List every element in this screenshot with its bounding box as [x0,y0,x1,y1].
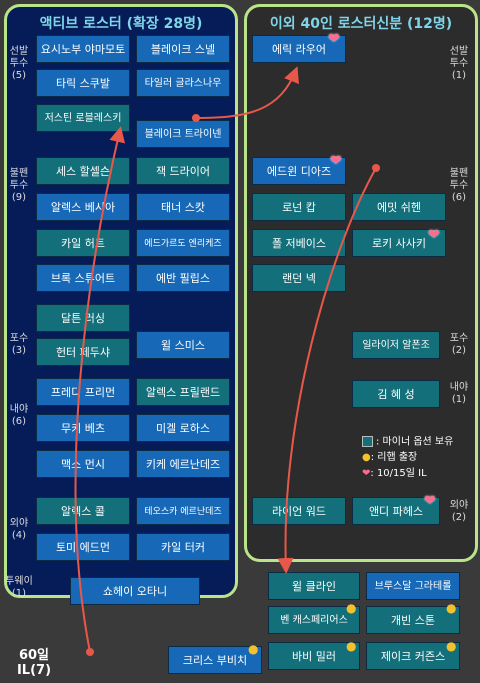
player-card[interactable]: 윌 스미스 [136,331,230,359]
player-card[interactable]: 미겔 로하스 [136,414,230,442]
legend-minor-text: : 마이너 옵션 보유 [376,436,454,448]
player-card[interactable]: 에반 필립스 [136,264,230,292]
sixty-day-il-label: 60일 IL(7) [16,648,52,678]
player-card[interactable]: 쇼헤이 오타니 [70,577,200,605]
player-card[interactable]: 알렉스 베시아 [36,193,130,221]
flexed-biceps-icon: ● [362,452,371,463]
player-card[interactable]: 로키 사사키 [352,229,446,257]
player-card[interactable]: 카일 허트 [36,229,130,257]
player-card[interactable]: 에밋 쉬헨 [352,193,446,221]
player-card[interactable]: 요시노부 야마모토 [36,35,130,63]
player-card[interactable]: 개빈 스톤 [366,606,460,634]
group-label-right-c: 포수 (2) [449,333,469,356]
player-card[interactable]: 일라이저 알폰조 [352,331,440,359]
arrow-from-il [74,126,126,656]
group-label-inf: 내야 (6) [9,404,29,427]
player-card[interactable]: 김 혜 성 [352,380,440,408]
player-card[interactable]: 브루스달 그라테롤 [366,572,460,600]
teal-square-icon [362,436,373,447]
legend-il-text: : 10/15일 IL [370,468,427,479]
flexed-biceps-icon: ● [346,639,357,653]
legend-rehab: ●: 리햅 출장 [362,452,417,464]
group-label-right-sp: 선발 투수 (1) [449,46,469,81]
player-card[interactable]: 무키 베츠 [36,414,130,442]
player-card[interactable]: 태너 스캇 [136,193,230,221]
player-card[interactable]: 달튼 러싱 [36,304,130,332]
heart-icon: ❤ [330,153,342,169]
heart-icon: ❤ [328,31,340,47]
player-card[interactable]: 폴 저베이스 [252,229,346,257]
group-label-of: 외야 (4) [9,518,29,541]
player-card[interactable]: 알렉스 콜 [36,497,130,525]
group-label-sp: 선발 투수 (5) [9,46,29,81]
flexed-biceps-icon: ● [346,601,357,615]
player-card[interactable]: 로넌 캅 [252,193,346,221]
player-card[interactable]: 세스 할셀슨 [36,157,130,185]
group-label-rp: 불펜 투수 (9) [9,168,29,203]
player-card[interactable]: 알렉스 프릴랜드 [136,378,230,406]
player-card[interactable]: 윌 클라인 [268,572,360,600]
active-roster-title: 액티브 로스터 (확장 28명) [39,16,203,32]
player-card[interactable]: 타릭 스쿠발 [36,69,130,97]
arrow-to-klein [277,164,380,574]
heart-icon: ❤ [362,468,371,479]
group-label-right-of: 외야 (2) [449,500,469,523]
legend-minor: : 마이너 옵션 보유 [362,436,453,449]
player-card[interactable]: 저스틴 로블레스키 [36,104,130,132]
player-card[interactable]: 에드가르도 엔리케즈 [136,229,230,257]
player-card[interactable]: 맥스 먼시 [36,450,130,478]
heart-icon: ❤ [424,493,436,509]
player-card[interactable]: 앤디 파헤스 [352,497,440,525]
player-card[interactable]: 에릭 라우어 [252,35,346,63]
group-label-right-inf: 내야 (1) [449,382,469,405]
flexed-biceps-icon: ● [446,601,457,615]
arrow-to-lauer [192,66,299,122]
player-card[interactable]: 브록 스튜어트 [36,264,130,292]
flexed-biceps-icon: ● [248,642,259,656]
group-label-right-rp: 불펜 투수 (6) [449,168,469,203]
group-label-c: 포수 (3) [9,333,29,356]
forty-man-title: 이외 40인 로스터신분 (12명) [269,16,453,32]
player-card[interactable]: 크리스 부비치 [168,646,262,674]
player-card[interactable]: 블레이크 트라이넨 [136,120,230,148]
player-card[interactable]: 바비 밀러 [268,642,360,670]
player-card[interactable]: 블레이크 스넬 [136,35,230,63]
player-card[interactable]: 에드윈 디아즈 [252,157,346,185]
player-card[interactable]: 제이크 커즌스 [366,642,460,670]
player-card[interactable]: 타일러 글라스나우 [136,69,230,97]
player-card[interactable]: 키케 에르난데즈 [136,450,230,478]
heart-icon: ❤ [428,227,440,243]
player-card[interactable]: 잭 드라이어 [136,157,230,185]
player-card[interactable]: 테오스카 에르난데즈 [136,497,230,525]
group-label-twp: 투웨이 (1) [5,576,33,599]
player-card[interactable]: 토미 에드먼 [36,533,130,561]
legend-il: ❤: 10/15일 IL [362,468,427,480]
player-card[interactable]: 벤 캐스페리어스 [268,606,360,634]
player-card[interactable]: 프레디 프리먼 [36,378,130,406]
flexed-biceps-icon: ● [446,639,457,653]
legend-rehab-text: : 리햅 출장 [370,452,418,463]
player-card[interactable]: 카일 터커 [136,533,230,561]
